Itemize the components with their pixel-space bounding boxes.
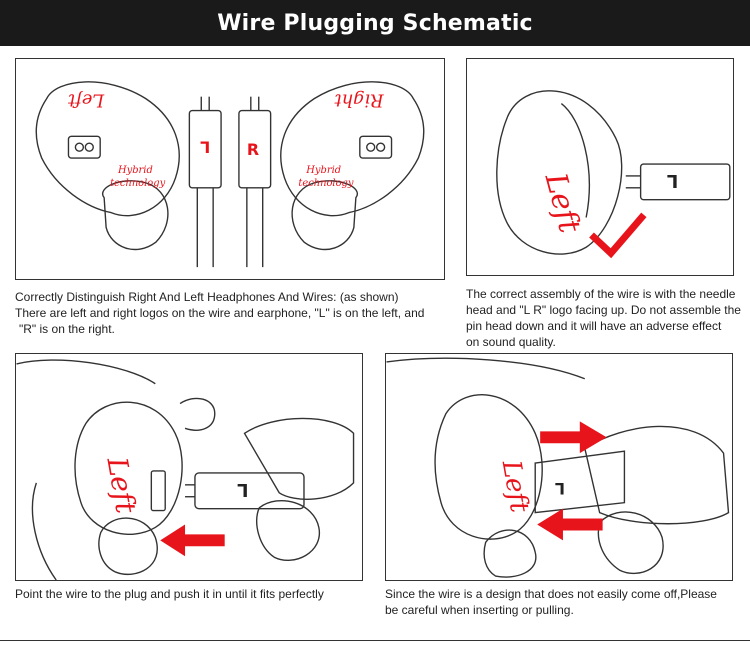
wire-label: L [237,479,248,500]
left-badge-line2: technology [110,178,166,189]
panel-push-in: Left L [15,353,363,581]
wire-label: L [667,170,678,191]
panel2-caption-line3: pin head down and it will have an advers… [466,319,722,333]
panel2-caption-line4: on sound quality. [466,335,556,349]
assembly-orientation-illustration: Left L [496,90,731,259]
earphone-shell [74,401,183,535]
left-socket [67,135,101,159]
panel-caution: Left L [385,353,733,581]
panel3-caption-line1: Point the wire to the plug and push it i… [15,587,324,601]
bottom-divider [0,640,750,641]
check-mark-icon [589,212,647,259]
right-socket [359,135,393,159]
panel1-caption-line2: There are left and right logos on the wi… [15,306,425,320]
panel4-caption-line1: Since the wire is a design that does not… [385,587,717,601]
ear-label: Left [537,168,587,236]
page-title: Wire Plugging Schematic [217,10,533,36]
panel-distinguish-left-right: Left Right Hybrid technology Hybrid tech… [15,58,445,280]
right-wire-connector [238,109,272,189]
left-arrow-icon [160,524,225,557]
thumb-left [483,529,537,578]
left-ear-tip [101,180,169,251]
left-earphone-label: Left [67,90,105,111]
panel4-caption-line2: be careful when inserting or pulling. [385,603,574,617]
wire-connector [534,450,626,514]
ear-label: Left [100,454,143,517]
right-badge-line2: technology [298,178,354,189]
caution-illustration: Left L [386,357,730,578]
wire-connector [639,163,731,201]
title-bar: Wire Plugging Schematic [0,0,750,46]
wire-connector [194,472,305,510]
left-badge-line1: Hybrid [117,165,153,176]
fingers-right [583,425,730,525]
earphones-and-wires-illustration: Left Right Hybrid technology Hybrid tech… [35,81,425,268]
left-wire-label: L [200,137,210,156]
right-ear-tip [291,180,359,251]
thumb-left [98,517,158,576]
panel4-caption: Since the wire is a design that does not… [385,586,717,618]
right-earphone-label: Right [334,90,385,111]
thumb-right [243,417,355,500]
panel2-caption: The correct assembly of the wire is with… [466,286,741,350]
right-earphone-shell [280,81,425,217]
panel3-caption: Point the wire to the plug and push it i… [15,586,324,602]
right-arrow-icon [540,421,607,454]
panel2-caption-line1: The correct assembly of the wire is with… [466,287,736,301]
left-arrow-icon [537,508,603,541]
wire-label: L [555,479,565,498]
panel-correct-assembly: Left L [466,58,734,276]
earphone-shell [434,394,543,540]
panel1-caption-line1: Correctly Distinguish Right And Left Hea… [15,290,399,304]
right-wire-label: R [247,140,259,159]
earphone-socket [150,470,166,512]
earphone-shell [496,90,623,255]
push-in-illustration: Left L [16,359,355,580]
panel1-caption: Correctly Distinguish Right And Left Hea… [15,289,424,337]
left-wire-connector [188,109,222,189]
panel2-caption-line2: head and "L R" logo facing up. Do not as… [466,303,741,317]
right-badge-line1: Hybrid [305,165,341,176]
ear-label: Left [496,457,535,515]
left-earphone-shell [35,81,180,217]
panel1-caption-line3: "R" is on the right. [19,322,115,336]
